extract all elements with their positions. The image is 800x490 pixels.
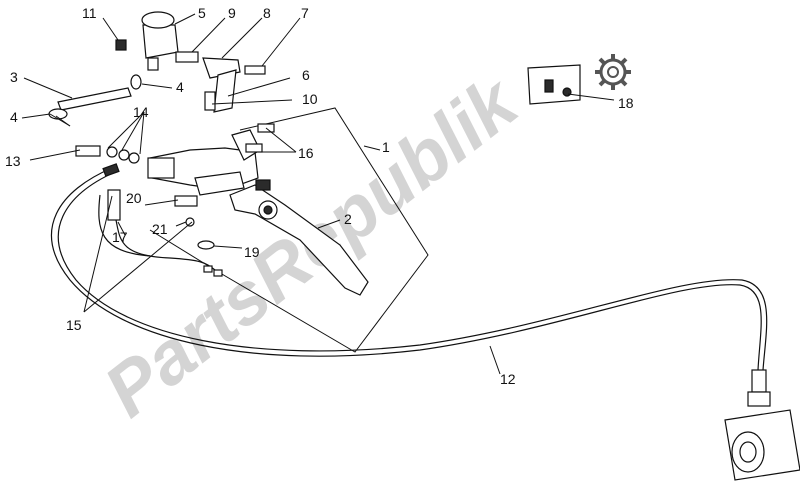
callout-2: 2: [344, 211, 352, 227]
leader-9: [191, 17, 226, 53]
switch-15: [107, 189, 121, 221]
callout-1: 1: [382, 139, 390, 155]
screw-7: [244, 65, 266, 75]
reservoir: [141, 11, 179, 71]
leader-18: [567, 93, 615, 101]
callout-14: 14: [133, 104, 149, 120]
hose-end-fitting: [102, 163, 120, 177]
clutch-hose-inner: [57, 171, 768, 371]
callout-20: 20: [126, 190, 142, 206]
washer-19: [197, 240, 215, 250]
bolt-13: [75, 145, 101, 157]
screw-21: [185, 217, 195, 227]
clutch-hose: [51, 167, 762, 371]
switch-bracket-20: [174, 195, 198, 207]
lever-pivot: [255, 179, 271, 191]
bolt-9: [175, 51, 199, 63]
callout-3: 3: [10, 69, 18, 85]
slave-cylinder: [724, 369, 800, 481]
leader-17: [117, 221, 126, 236]
clamp-4-upper: [130, 74, 142, 90]
clutch-lever: [229, 179, 369, 296]
screw-11: [115, 39, 127, 51]
reservoir-body: [142, 24, 179, 59]
reservoir-outlet: [147, 57, 159, 71]
callout-13: 13: [5, 153, 21, 169]
leader-16-a: [265, 127, 297, 153]
washer-14-b: [118, 149, 130, 161]
lever-adjuster-knob: [263, 205, 273, 215]
master-cylinder: [147, 129, 261, 196]
leader-10: [211, 99, 293, 105]
slave-cylinder-bore: [739, 441, 757, 463]
service-kit: [527, 54, 631, 105]
callout-21: 21: [152, 221, 168, 237]
leader-19: [213, 245, 243, 249]
callout-7: 7: [301, 5, 309, 21]
leader-21: [175, 221, 187, 227]
leader-11: [102, 17, 119, 41]
callout-4-lower: 4: [10, 109, 18, 125]
gear-icon: [595, 54, 631, 90]
screw-16-upper: [257, 123, 275, 133]
leader-13: [29, 149, 81, 161]
breather-hose: [57, 87, 132, 111]
callout-5: 5: [198, 5, 206, 21]
service-kit-part-a: [544, 79, 554, 93]
callout-11: 11: [82, 5, 97, 21]
leader-7: [261, 17, 301, 67]
leader-20: [144, 199, 179, 206]
leader-4b-a: [21, 113, 51, 119]
leader-15-b: [83, 221, 193, 313]
bracket-6: [213, 69, 237, 113]
leader-3: [23, 77, 73, 99]
leader-2: [317, 219, 341, 229]
washer-14-a: [106, 146, 118, 158]
callout-18: 18: [618, 95, 634, 111]
leader-6: [227, 77, 291, 97]
master-cylinder-barrel: [147, 157, 175, 179]
screw-16-lower: [245, 143, 263, 153]
leader-15-a: [83, 195, 113, 313]
leader-8: [221, 17, 263, 59]
leader-1: [363, 145, 381, 151]
leader-4a: [141, 83, 173, 89]
switch-wires-b: [98, 194, 151, 257]
leader-lines: [21, 13, 615, 375]
callout-6: 6: [302, 67, 310, 83]
banjo-bolt: [747, 391, 771, 407]
callout-12: 12: [500, 371, 516, 387]
leader-14-b: [107, 111, 145, 149]
leader-4b-c: [55, 115, 71, 127]
leader-12: [489, 345, 501, 375]
screw-10: [204, 91, 216, 111]
service-kit-part-b: [562, 87, 572, 97]
callout-15: 15: [66, 317, 82, 333]
callout-19: 19: [244, 244, 260, 260]
washer-14-c: [128, 152, 140, 164]
callouts: 11 5 9 8 7 3 4 6 10 4 14 1 16 13 20 2 17…: [5, 5, 634, 387]
master-cylinder-mount: [194, 171, 245, 196]
callout-9: 9: [228, 5, 236, 21]
switch-wires: [115, 219, 216, 271]
callout-4-upper: 4: [176, 79, 184, 95]
callout-17: 17: [112, 229, 128, 245]
callout-8: 8: [263, 5, 271, 21]
connector-b: [213, 269, 223, 277]
callout-10: 10: [302, 91, 318, 107]
connector-a: [203, 265, 213, 273]
leader-14-c: [121, 111, 145, 151]
callout-16: 16: [298, 145, 314, 161]
reservoir-cap: [141, 11, 175, 29]
leader-5: [174, 13, 196, 25]
service-kit-box: [527, 64, 581, 105]
leader-14-a: [139, 111, 145, 155]
hose-fitting: [751, 369, 767, 393]
